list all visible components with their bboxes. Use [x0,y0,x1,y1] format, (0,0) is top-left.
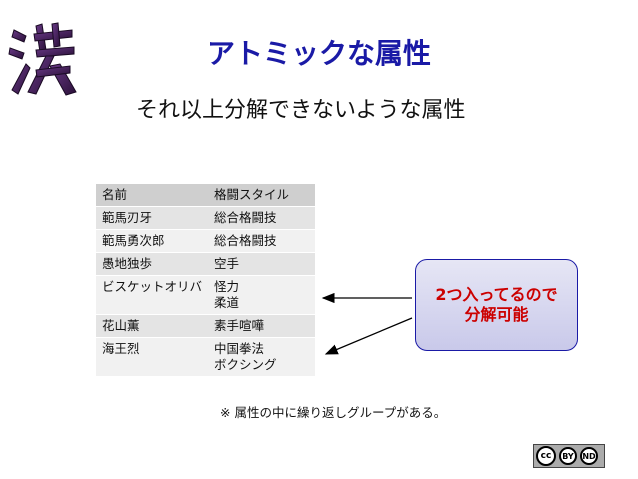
cell-style: 中国拳法 ボクシング [208,337,315,377]
arrow-left-icon [324,317,413,355]
table-header-row: 名前 格闘スタイル [96,184,315,207]
brush-kanji-logo-icon [8,22,77,96]
cell-style: 総合格闘技 [208,206,315,230]
table-row: 海王烈 中国拳法 ボクシング [96,337,315,377]
callout-line-2: 分解可能 [464,305,529,324]
callout-line-1: 2つ入ってるので [435,285,558,304]
cell-name: 海王烈 [96,337,208,377]
style-value: 空手 [214,256,240,271]
style-value: 怪力 [214,279,240,294]
cell-style: 素手喧嘩 [208,314,315,338]
table-row: 花山薫 素手喧嘩 [96,314,315,338]
cell-name: 愚地独歩 [96,252,208,276]
cell-name: 範馬勇次郎 [96,229,208,253]
callout-box: 2つ入ってるので 分解可能 [415,259,578,351]
table-row: ビスケットオリバ 怪力 柔道 [96,275,315,315]
fighters-table: 名前 格闘スタイル 範馬刃牙 総合格闘技 範馬勇次郎 総合格闘技 愚地独歩 空手… [96,184,315,377]
header-style: 格闘スタイル [208,184,315,207]
slide-subtitle: それ以上分解できないような属性 [136,98,466,123]
style-value: ボクシング [214,357,277,372]
table-row: 愚地独歩 空手 [96,252,315,276]
cell-style: 怪力 柔道 [208,275,315,315]
table-row: 範馬刃牙 総合格闘技 [96,206,315,230]
table-row: 範馬勇次郎 総合格闘技 [96,229,315,253]
cell-name: 花山薫 [96,314,208,338]
cell-name: ビスケットオリバ [96,275,208,315]
nd-badge: ND [580,447,598,465]
style-value: 素手喧嘩 [214,318,265,333]
style-value: 総合格闘技 [214,233,277,248]
footnote: ※ 属性の中に繰り返しグループがある。 [220,405,447,420]
style-value: 柔道 [214,295,240,310]
creative-commons-icon: cc BY ND [533,444,605,468]
cell-style: 空手 [208,252,315,276]
by-badge: BY [559,447,577,465]
cc-badge: cc [536,446,556,466]
header-name: 名前 [96,184,208,207]
slide-title: アトミックな属性 [206,37,431,70]
style-value: 中国拳法 [214,341,265,356]
style-value: 総合格闘技 [214,210,277,225]
cell-style: 総合格闘技 [208,229,315,253]
cell-name: 範馬刃牙 [96,206,208,230]
